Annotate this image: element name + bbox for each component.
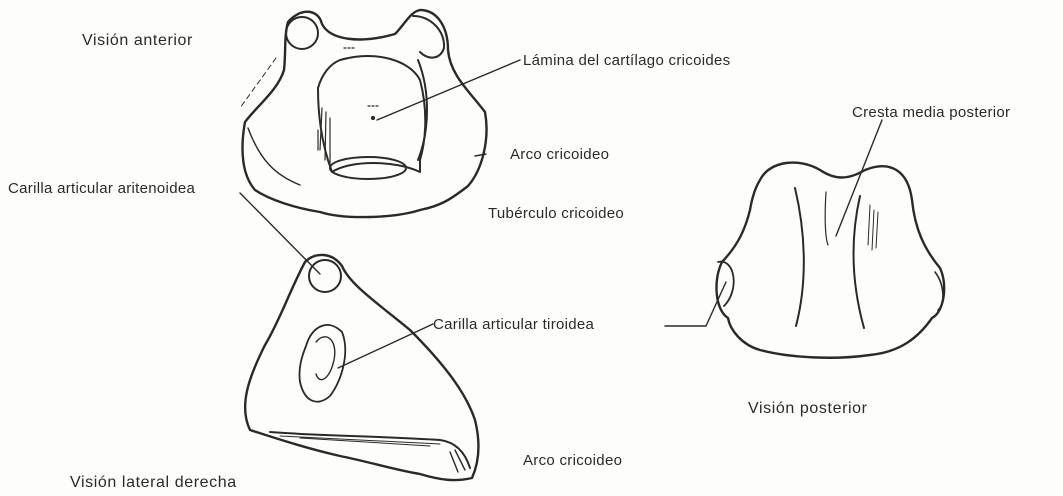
anterior-view-drawing — [240, 10, 486, 217]
leader-carilla-tiroidea-lateral — [338, 324, 433, 368]
title-posterior-view: Visión posterior — [748, 400, 868, 418]
label-arco-lateral: Arco cricoideo — [523, 452, 622, 469]
label-carilla-aritenoidea: Carilla articular aritenoidea — [8, 180, 195, 197]
label-lamina: Lámina del cartílago cricoides — [523, 52, 730, 69]
label-cresta: Cresta media posterior — [852, 104, 1010, 121]
label-carilla-tiroidea: Carilla articular tiroidea — [433, 316, 594, 333]
label-tuberculo: Tubérculo cricoideo — [488, 205, 624, 222]
lateral-view-drawing — [245, 255, 478, 480]
leader-carilla-aritenoidea — [240, 193, 320, 274]
label-arco-anterior: Arco cricoideo — [510, 146, 609, 163]
title-anterior-view: Visión anterior — [82, 32, 193, 50]
posterior-view-drawing — [716, 163, 944, 358]
leader-arco-anterior — [475, 154, 486, 156]
leader-lamina — [377, 60, 520, 120]
title-lateral-view: Visión lateral derecha — [70, 474, 237, 492]
